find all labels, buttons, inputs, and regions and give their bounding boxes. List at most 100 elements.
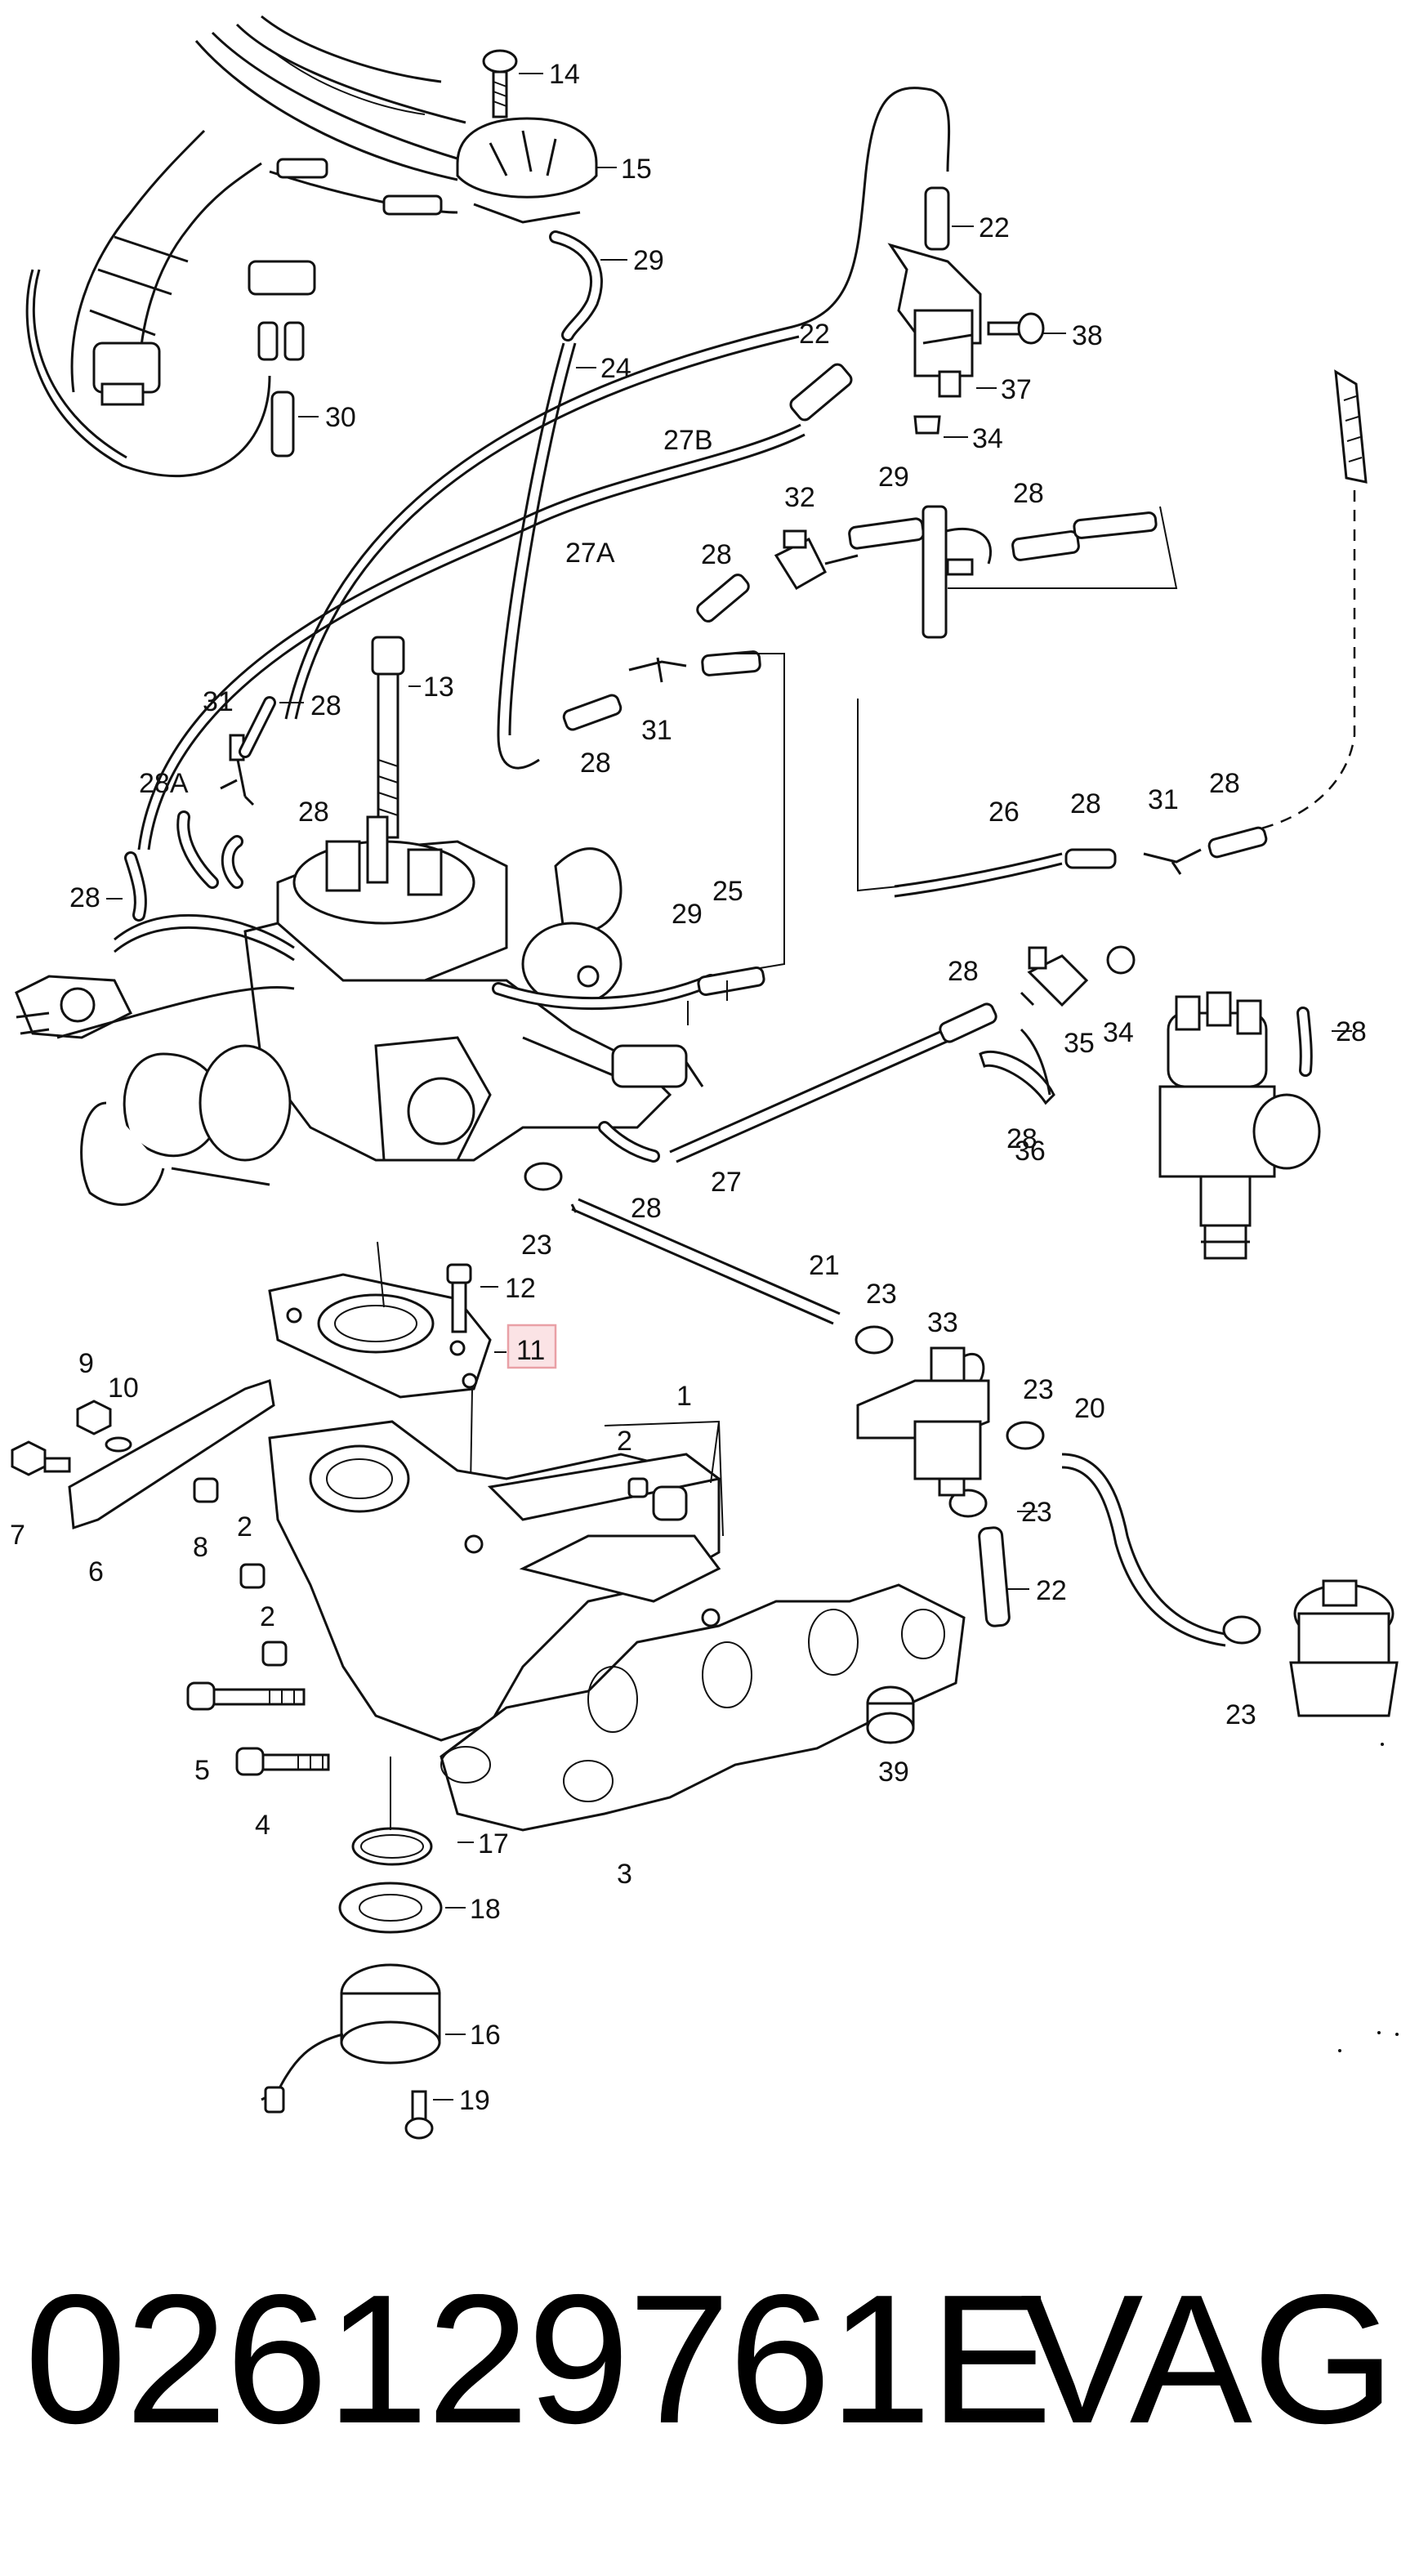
hose-29-top xyxy=(549,230,603,342)
callout-28: 28 xyxy=(580,748,611,779)
part-number-text: 026129761E xyxy=(25,2256,1052,2462)
callout-29: 29 xyxy=(633,245,664,276)
hose-29-mid xyxy=(848,517,925,550)
callout-38: 38 xyxy=(1072,320,1103,351)
part-9-nut xyxy=(76,1400,112,1435)
callout-34: 34 xyxy=(972,423,1003,454)
hose-30 xyxy=(25,260,316,478)
intake-manifold xyxy=(268,1420,722,1742)
callout-27B: 27B xyxy=(663,425,713,456)
callout-22: 22 xyxy=(799,319,830,350)
callout-30: 30 xyxy=(325,402,356,433)
callout-28: 28 xyxy=(631,1193,662,1224)
hose-28-lower xyxy=(598,1121,660,1163)
callout-26: 26 xyxy=(988,797,1020,828)
part-3-manifold-gasket xyxy=(440,1583,966,1832)
callout-14: 14 xyxy=(549,59,580,90)
hose-28-lower-loop xyxy=(56,913,295,1039)
exploded-parts-diagram: 14 15 29 24 22 38 22 37 34 30 27B 27A 32… xyxy=(10,15,1399,2140)
callout-8: 8 xyxy=(193,1532,208,1563)
callout-28: 28 xyxy=(1006,1123,1038,1154)
part-34-seal xyxy=(1106,945,1136,975)
callout-11: 11 xyxy=(516,1335,545,1366)
callout-15: 15 xyxy=(621,154,652,185)
part-32-filter xyxy=(774,529,859,591)
carburetor-assembly xyxy=(80,815,704,1206)
part-34-cap xyxy=(913,415,941,435)
part-4-bolt xyxy=(235,1747,330,1776)
callout-31: 31 xyxy=(641,715,672,746)
callout-28: 28 xyxy=(1336,1016,1367,1047)
callout-23: 23 xyxy=(1225,1699,1256,1730)
callout-31: 31 xyxy=(203,686,234,717)
leader-lines xyxy=(106,73,1352,2101)
callout-18: 18 xyxy=(470,1894,501,1925)
callout-28: 28 xyxy=(1070,788,1101,819)
part-35-sensor xyxy=(1020,946,1089,1007)
callout-3: 3 xyxy=(617,1859,632,1890)
hose-28-center xyxy=(696,574,750,623)
callout-23: 23 xyxy=(866,1279,897,1310)
part-18-gasket xyxy=(338,1882,443,1934)
callout-29: 29 xyxy=(672,899,703,930)
callout-22: 22 xyxy=(1036,1575,1067,1606)
hose-24 xyxy=(497,342,577,770)
callout-4: 4 xyxy=(255,1810,270,1841)
callout-2: 2 xyxy=(617,1426,632,1457)
bracket-top-right xyxy=(1257,369,1368,831)
part-33-valve xyxy=(856,1346,990,1497)
hose-28-distributor xyxy=(1296,1007,1313,1077)
hose-28-left xyxy=(124,851,147,922)
part-5-bolt xyxy=(186,1681,306,1711)
leader-25-29 xyxy=(727,653,785,969)
air-filter-housing xyxy=(194,15,475,216)
hose-28-box xyxy=(1064,848,1117,869)
leader-left-box xyxy=(857,699,899,892)
callout-22: 22 xyxy=(979,212,1010,243)
callout-9: 9 xyxy=(78,1348,94,1379)
hose-27A xyxy=(137,423,805,850)
callout-2: 2 xyxy=(237,1511,252,1542)
callout-12: 12 xyxy=(505,1273,536,1304)
callout-28: 28 xyxy=(298,797,329,828)
part-14-screw xyxy=(482,49,518,118)
pressure-regulator xyxy=(1289,1579,1399,1717)
hose-28-upper-center xyxy=(701,650,761,676)
callout-29: 29 xyxy=(878,462,909,493)
callout-24: 24 xyxy=(600,353,631,384)
part-8-spacer xyxy=(193,1477,219,1503)
callout-35: 35 xyxy=(1064,1028,1095,1059)
callout-2: 2 xyxy=(260,1601,275,1632)
callout-28: 28 xyxy=(310,690,341,721)
callout-1: 1 xyxy=(676,1381,692,1412)
part-2-plug-b xyxy=(261,1641,288,1667)
part-2-plug-a xyxy=(239,1563,266,1589)
hose-28-lower-center xyxy=(562,694,623,731)
part-19-screw xyxy=(404,2090,434,2140)
leader-box xyxy=(948,506,1178,589)
part-22-angled xyxy=(789,363,853,422)
callout-20: 20 xyxy=(1074,1393,1105,1424)
callout-5: 5 xyxy=(194,1755,210,1786)
callout-19: 19 xyxy=(459,2085,490,2116)
part-6-bracket xyxy=(68,1379,275,1530)
callout-36: 36 xyxy=(1015,1136,1046,1167)
part-7-stud xyxy=(11,1440,71,1476)
callout-10: 10 xyxy=(108,1373,139,1404)
callout-34: 34 xyxy=(1103,1017,1134,1048)
part-12-bolt xyxy=(446,1263,472,1333)
callout-labels: 14 15 29 24 22 38 22 37 34 30 27B 27A 32… xyxy=(10,59,1367,2116)
callout-17: 17 xyxy=(478,1828,509,1859)
callout-28: 28 xyxy=(1013,478,1044,509)
callout-23: 23 xyxy=(521,1230,552,1261)
leader-carb-to-gasket xyxy=(377,1241,385,1308)
hose-27-lower xyxy=(669,1020,971,1163)
hose-20 xyxy=(1061,1453,1226,1647)
brand-text: VAG xyxy=(1020,2256,1395,2462)
hose-22-small xyxy=(978,1526,1011,1627)
hose-25 xyxy=(697,966,765,997)
part-31-tee-center xyxy=(628,657,687,683)
intake-elbow xyxy=(70,129,262,406)
highlight-box-11 xyxy=(506,1324,557,1369)
callout-31: 31 xyxy=(1148,784,1179,815)
